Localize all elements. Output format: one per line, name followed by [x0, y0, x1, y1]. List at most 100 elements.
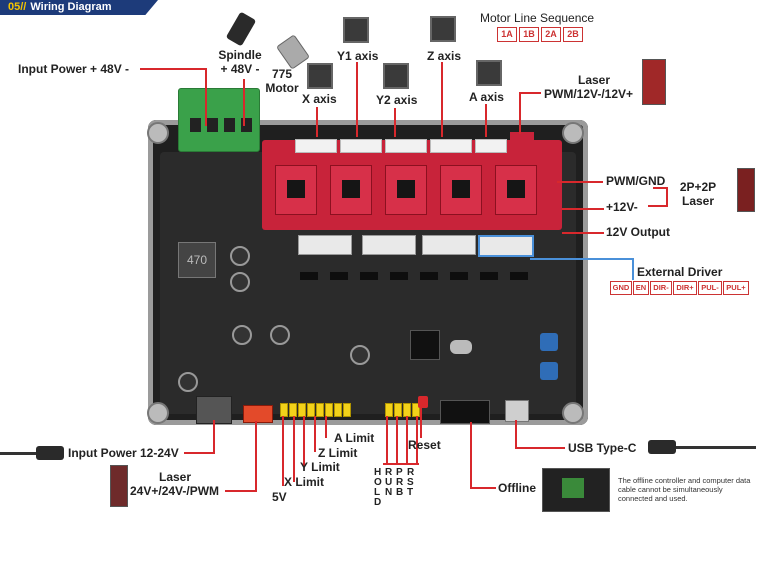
driver-chip	[452, 180, 470, 198]
label-external-driver: External Driver	[637, 265, 723, 279]
label-spindle: Spindle	[218, 48, 262, 62]
limit-pin	[307, 403, 315, 417]
leader-line	[519, 92, 521, 134]
label-pwm-gnd: PWM/GND	[606, 174, 666, 188]
laser-module-top-icon	[642, 59, 666, 105]
leader-line	[386, 416, 388, 464]
label-z-axis: Z axis	[427, 49, 462, 63]
leader-line	[303, 416, 305, 466]
crystal	[450, 340, 472, 354]
label-2p2p: 2P+2P	[679, 180, 717, 194]
ext-driver-pin-pul-minus: PUL-	[698, 281, 722, 295]
leader-line	[420, 408, 422, 438]
standoff-bottom-right	[562, 402, 584, 424]
section-number: 05//	[8, 1, 27, 13]
motor-header-a	[475, 139, 507, 153]
barrel-plug-icon	[225, 11, 257, 47]
driver-slot-3	[422, 235, 476, 255]
leader-line	[293, 416, 295, 482]
blue-switch[interactable]	[540, 362, 558, 380]
limit-pin	[298, 403, 306, 417]
leader-line	[383, 463, 419, 465]
leader-line	[396, 416, 398, 464]
leader-line	[515, 447, 565, 449]
dc-cable	[0, 452, 38, 455]
ext-driver-pin-pul-plus: PUL+	[723, 281, 749, 295]
leader-line-external	[632, 258, 634, 280]
ic	[480, 272, 498, 280]
terminal-screw	[190, 118, 201, 132]
label-rst: RST	[407, 467, 415, 498]
leader-line	[213, 420, 215, 454]
limit-pin	[280, 403, 288, 417]
label-laser-bottom-pins: 24V+/24V-/PWM	[130, 484, 220, 498]
stepper-motor-y2-icon	[383, 63, 409, 89]
usb-c-port[interactable]	[505, 400, 529, 422]
section-title: Wiring Diagram	[30, 1, 112, 13]
leader-line	[282, 416, 284, 486]
offline-note: The offline controller and computer data…	[618, 476, 751, 503]
capacitor	[230, 272, 250, 292]
ic	[450, 272, 468, 280]
leader-line	[653, 187, 667, 189]
label-usb-type-c: USB Type-C	[568, 441, 637, 455]
driver-chip	[507, 180, 525, 198]
laser-24v-header[interactable]	[243, 405, 273, 423]
label-a-limit: A Limit	[334, 431, 375, 445]
leader-line	[314, 416, 316, 452]
sequence-pin-2a: 2A	[541, 27, 561, 42]
motor-header-z	[430, 139, 472, 153]
sequence-pin-2b: 2B	[563, 27, 583, 42]
ic	[300, 272, 318, 280]
capacitor	[350, 345, 370, 365]
offline-header[interactable]	[440, 400, 490, 424]
limit-pin	[316, 403, 324, 417]
driver-slot-1	[298, 235, 352, 255]
label-reset: Reset	[408, 438, 441, 452]
blue-switch[interactable]	[540, 333, 558, 351]
leader-line	[356, 62, 358, 137]
ic	[390, 272, 408, 280]
label-775-motor: Motor	[265, 81, 299, 95]
laser-module-bottom-icon	[110, 465, 128, 507]
leader-line	[325, 416, 327, 438]
ext-driver-pin-dir-minus: DIR-	[650, 281, 672, 295]
stepper-motor-a-icon	[476, 60, 502, 86]
leader-line	[557, 181, 603, 183]
sequence-pin-1a: 1A	[497, 27, 517, 42]
leader-line	[666, 187, 668, 207]
label-2p2p-laser: Laser	[681, 194, 715, 208]
driver-chip	[342, 180, 360, 198]
label-spindle-voltage: + 48V -	[220, 62, 260, 76]
label-hold: HOLD	[374, 467, 382, 508]
sequence-pin-1b: 1B	[519, 27, 539, 42]
inductor: 470	[178, 242, 216, 278]
label-y1-axis: Y1 axis	[337, 49, 379, 63]
label-laser-top: Laser	[577, 73, 611, 87]
label-prb: PRB	[396, 467, 404, 498]
control-pin	[385, 403, 393, 417]
reset-button[interactable]	[418, 396, 428, 408]
motor-header-y1	[340, 139, 382, 153]
label-y-limit: Y Limit	[300, 460, 340, 474]
stepper-motor-x-icon	[307, 63, 333, 89]
ic	[420, 272, 438, 280]
label-laser-bottom: Laser	[158, 470, 192, 484]
motor-header-y2	[385, 139, 427, 153]
dc-jack[interactable]	[196, 396, 232, 424]
laser-header-top	[510, 132, 534, 150]
leader-line	[519, 92, 541, 94]
capacitor	[230, 246, 250, 266]
spindle-motor-icon	[275, 34, 311, 70]
ext-driver-pin-gnd: GND	[610, 281, 632, 295]
ic	[510, 272, 528, 280]
standoff-top-left	[147, 122, 169, 144]
ext-driver-pin-dir-plus: DIR+	[673, 281, 697, 295]
ext-driver-pin-en: EN	[633, 281, 649, 295]
terminal-screw	[224, 118, 235, 132]
limit-pin	[334, 403, 342, 417]
label-y2-axis: Y2 axis	[376, 93, 418, 107]
label-input-power-48v: Input Power + 48V -	[18, 62, 130, 76]
laser-module-right-icon	[737, 168, 755, 212]
label-775: 775	[271, 67, 293, 81]
